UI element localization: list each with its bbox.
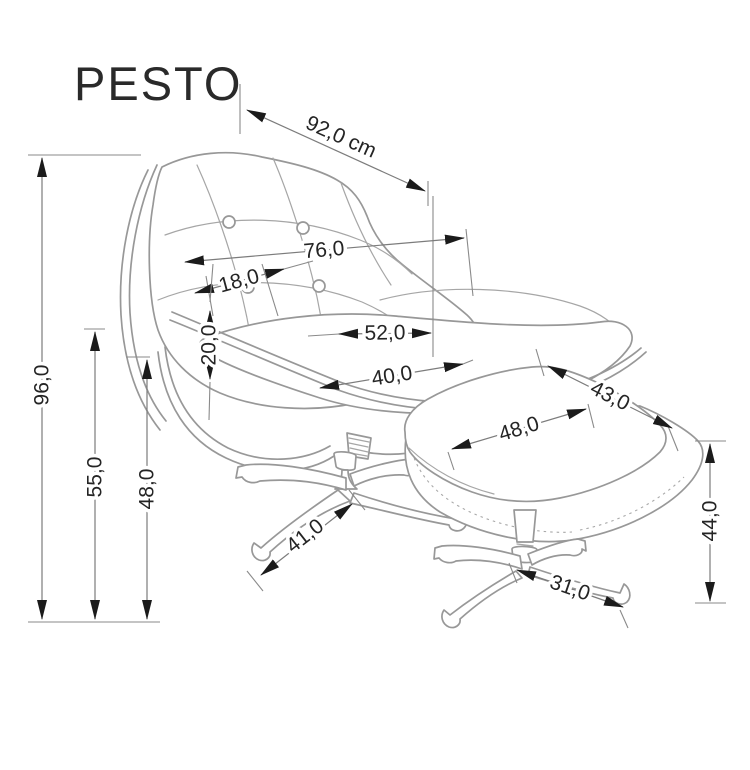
dimension-label-overall-height: 96,0 — [31, 365, 54, 406]
dimension-label-armrest-thickness: 20,0 — [198, 325, 221, 366]
dimension-seat-height: 48,0 — [126, 356, 162, 620]
dimension-armrest-height: 55,0 — [80, 328, 110, 620]
page-title: PESTO — [74, 57, 242, 110]
dimension-ottoman-height: 44,0 — [695, 440, 726, 604]
dimension-label-ottoman-height: 44,0 — [699, 501, 722, 542]
dimension-label-seat-height: 48,0 — [136, 469, 159, 510]
dimension-label-armrest-height: 55,0 — [84, 457, 107, 498]
dimension-label-seat-width: 52,0 — [364, 321, 405, 345]
dimension-label-overall-diagonal: 92,0 cm — [302, 111, 380, 162]
dimension-backrest-width: 76,0 — [184, 228, 474, 297]
dimension-seat-width: 52,0 — [307, 318, 432, 348]
dimension-chair-base-leg: 41,0 — [246, 489, 366, 592]
dimension-label-chair-base-leg: 41,0 — [282, 514, 328, 557]
dimension-label-backrest-width: 76,0 — [303, 237, 346, 263]
dimension-armrest-thickness: 20,0 — [194, 263, 224, 421]
dimension-overall-height: 96,0 — [27, 154, 141, 620]
dimension-label-ottoman-base-leg: 31,0 — [547, 570, 593, 605]
